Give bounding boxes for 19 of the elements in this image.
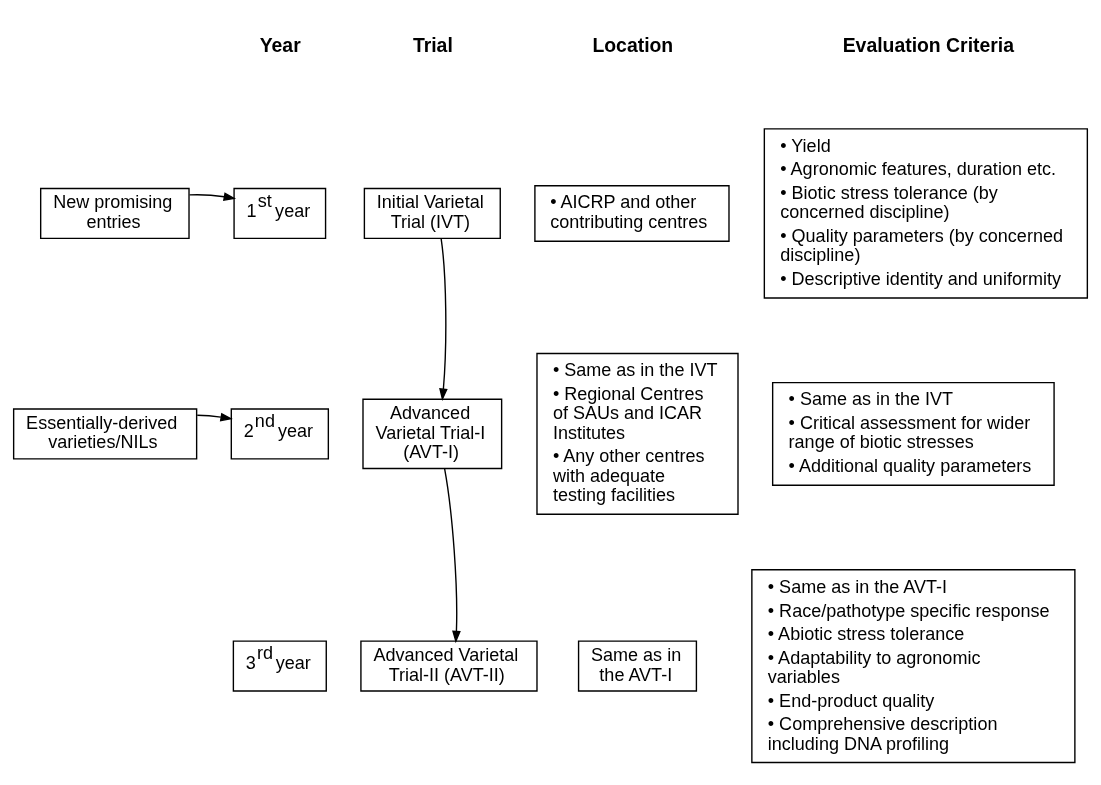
node-box: Advanced Varietal Trial-I (AVT-I)	[362, 398, 503, 469]
label: Evaluation Criteria	[842, 33, 1015, 56]
arrow	[439, 237, 448, 401]
arrow	[188, 191, 237, 201]
node-box: Essentially-derived varieties/NILs	[12, 407, 198, 460]
node-box: • Yield • Agronomic features, duration etc. • Biotic stress tolerance (by concerned discipline) • Quality parameters (by concerned discipline) • Descriptive identity and uniformity	[763, 127, 1089, 299]
label: Trial	[412, 33, 453, 56]
node-box: Initial Varietal Trial (IVT)	[363, 187, 501, 239]
arrow	[443, 467, 461, 643]
node-box: New promising entries	[40, 187, 190, 239]
node-box: • Same as in the IVT • Regional Centres of SAUs and ICAR Institutes • Any other centres with adequate testing facilities	[536, 352, 739, 515]
label: Location	[592, 33, 674, 56]
node-box: • Same as in the IVT • Critical assessment for wider range of biotic stresses • Additional quality parameters	[771, 381, 1055, 486]
node-box: • AICRP and other contributing centres	[534, 184, 730, 242]
arrow	[196, 412, 233, 421]
node-box: Same as in the AVT-I	[577, 639, 698, 692]
node-box: Advanced Varietal Trial-II (AVT-II)	[360, 639, 538, 692]
label: Year	[259, 33, 301, 56]
node-box: • Same as in the AVT-I • Race/pathotype specific response • Abiotic stress tolerance • Adaptability to agronomic variables • End-product quality • Comprehensive description including DNA profiling	[751, 568, 1076, 763]
